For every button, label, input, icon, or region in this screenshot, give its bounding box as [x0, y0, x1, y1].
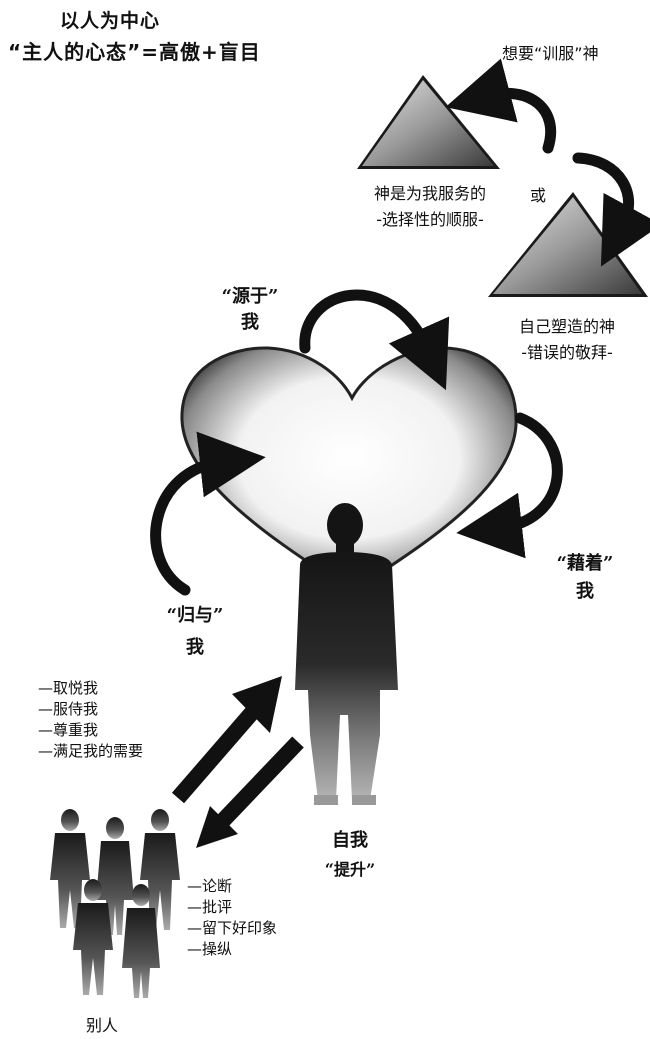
page-subtitle: “主人的心态”=高傲+盲目 [8, 40, 261, 64]
others-group-icon [50, 809, 180, 998]
arrow-from-me [299, 289, 450, 391]
self-figure-icon [295, 503, 398, 805]
others-label: 别人 [86, 1016, 119, 1035]
page-title: 以人为中心 [60, 10, 161, 32]
self-to-others-list: —论断 —批评 —留下好印象 —操纵 [187, 876, 277, 960]
pyramid1-caption: 神是为我服务的 -选择性的顺服- [355, 180, 505, 230]
to-me-label: “归与” 我 [140, 600, 250, 664]
or-label: 或 [530, 186, 547, 205]
list-item: —批评 [187, 898, 233, 916]
arrow-through-me [456, 412, 563, 559]
pyramid1-caption-line1: 神是为我服务的 [373, 184, 486, 203]
pyramid-icon-2 [488, 192, 648, 297]
pyramid2-caption-line1: 自己塑造的神 [518, 317, 615, 336]
pyramid1-caption-line2: -选择性的顺服- [376, 210, 484, 229]
through-me-line2: 我 [576, 581, 594, 602]
list-item: —满足我的需要 [38, 742, 144, 760]
arrow-to-pyramid2 [572, 152, 650, 267]
through-me-line1: “藉着” [556, 553, 614, 574]
list-item: —服侍我 [38, 700, 99, 718]
list-item: —取悦我 [38, 679, 99, 697]
others-serve-list: —取悦我 —服侍我 —尊重我 —满足我的需要 [38, 678, 143, 762]
list-item: —尊重我 [38, 721, 99, 739]
list-item: —论断 [187, 877, 233, 895]
arrow-self-to-others [196, 736, 304, 848]
pyramid-icon-1 [357, 75, 500, 169]
list-item: —操纵 [187, 940, 233, 958]
pyramid2-caption: 自己塑造的神 -错误的敬拜- [487, 313, 647, 363]
heart-shape [180, 346, 518, 594]
from-me-label: “源于” 我 [195, 284, 305, 336]
train-god-label: 想要“训服”神 [502, 44, 599, 63]
arrow-others-to-self [171, 676, 282, 804]
to-me-line2: 我 [186, 637, 204, 658]
self-line1: 自我 [332, 830, 368, 851]
self-label: 自我 “提升” [300, 826, 400, 880]
to-me-line1: “归与” [166, 605, 224, 626]
through-me-label: “藉着” 我 [530, 550, 640, 606]
self-line2: “提升” [324, 860, 376, 879]
from-me-line2: 我 [241, 312, 259, 333]
list-item: —留下好印象 [187, 919, 278, 937]
arrow-to-me [150, 431, 266, 596]
arrow-to-pyramid1 [445, 58, 557, 154]
pyramid2-caption-line2: -错误的敬拜- [521, 343, 613, 362]
from-me-line1: “源于” [221, 286, 279, 307]
